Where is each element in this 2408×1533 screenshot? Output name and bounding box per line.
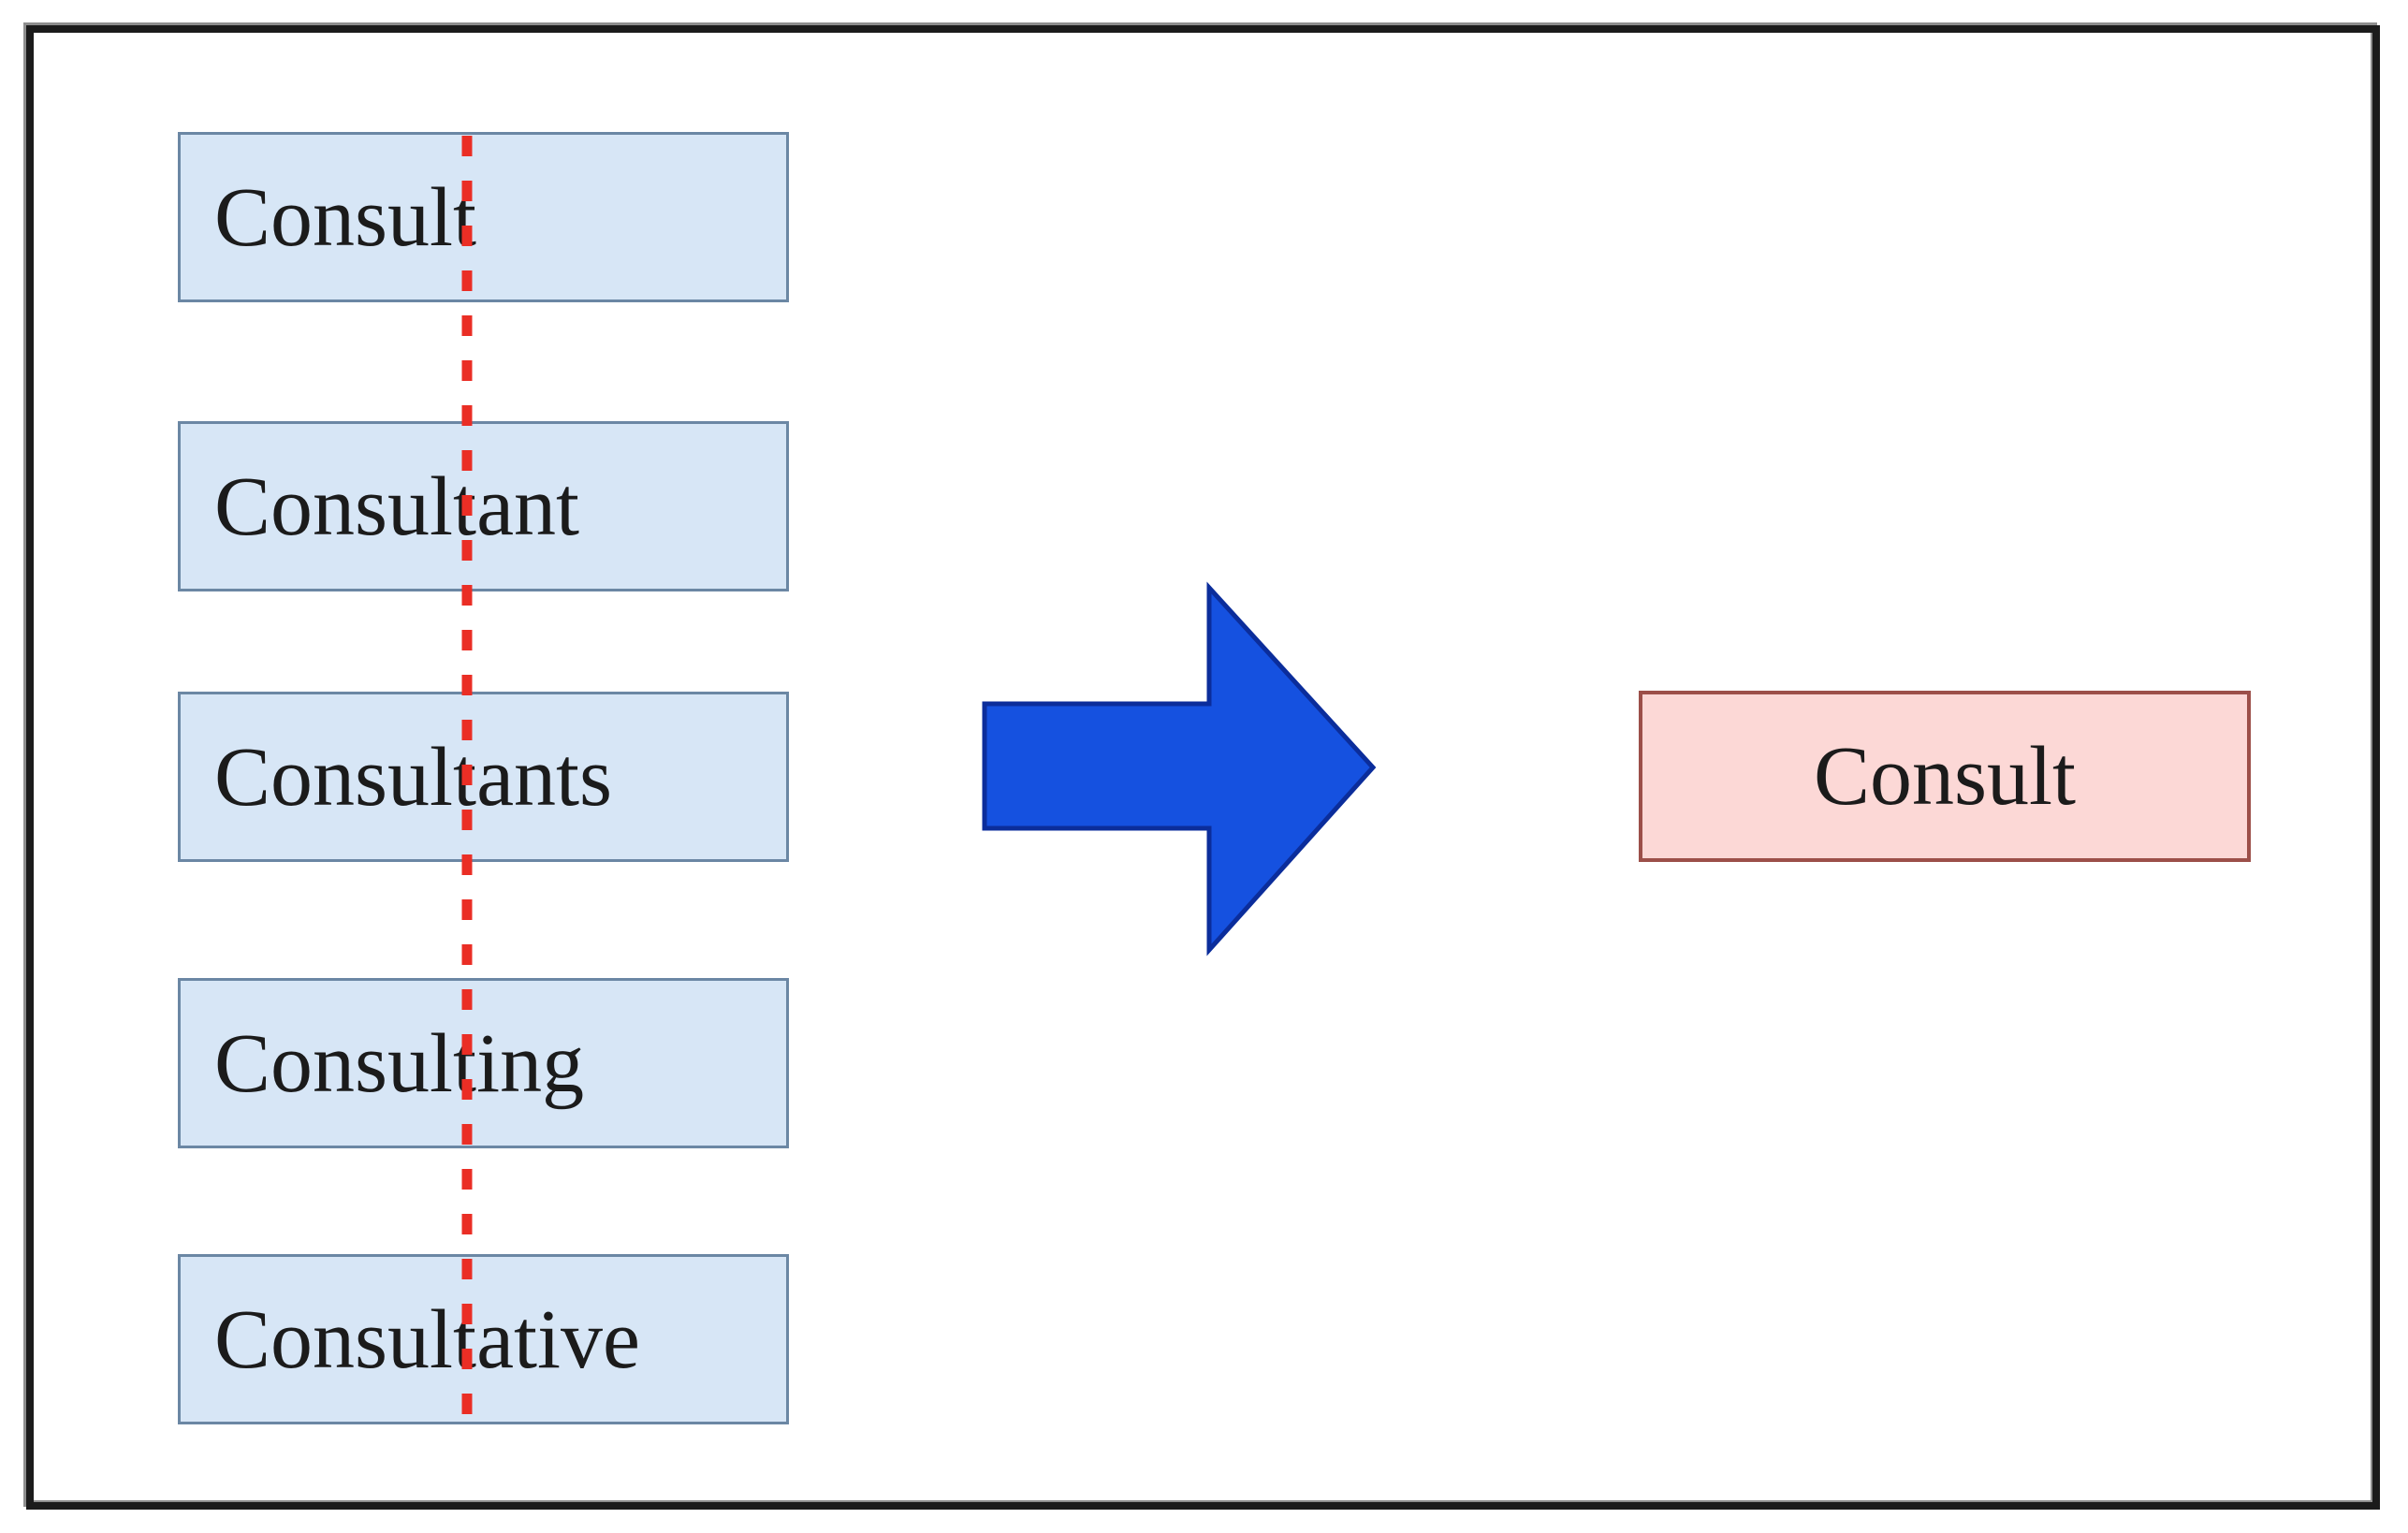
word-box: Consultant	[178, 421, 789, 591]
word-box: Consultative	[178, 1254, 789, 1424]
word-box-label: Consulting	[214, 1016, 585, 1110]
word-box-label: Consultants	[214, 730, 613, 824]
stem-result-box: Consult	[1639, 691, 2251, 862]
stem-result-label: Consult	[1813, 730, 2077, 823]
word-box-label: Consultative	[214, 1292, 640, 1386]
word-box-label: Consultant	[214, 460, 580, 553]
diagram-frame: Consult Consultant Consultants Consultin…	[26, 25, 2380, 1510]
word-box: Consulting	[178, 978, 789, 1148]
word-box-label: Consult	[214, 170, 477, 264]
word-box: Consultants	[178, 692, 789, 862]
word-box: Consult	[178, 132, 789, 302]
